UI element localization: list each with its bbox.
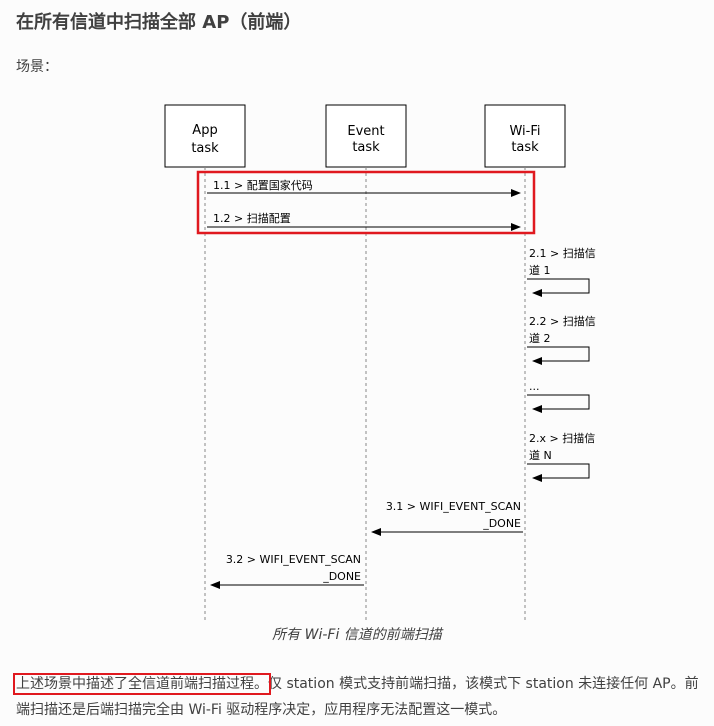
participant-wifi-line2: task — [511, 140, 539, 155]
self-call-2-1-label-line1: 2.1 > 扫描信 — [529, 246, 596, 260]
participant-app-line1: App — [192, 123, 217, 138]
self-call-2-1-label-line2: 道 1 — [529, 263, 551, 277]
highlighted-sentence: 上述场景中描述了全信道前端扫描过程。 — [13, 673, 271, 695]
self-call-2-2-arrow — [527, 346, 590, 365]
participant-event-line1: Event — [347, 124, 384, 139]
sequence-diagram: App task Event task Wi-Fi task 1.1 > 配置国… — [164, 104, 596, 622]
participant-app-task: App task — [164, 104, 246, 168]
message-1-1-label: 1.1 > 配置国家代码 — [213, 178, 313, 192]
section-heading: 在所有信道中扫描全部 AP（前端） — [16, 12, 302, 33]
participant-wifi-line1: Wi-Fi — [509, 124, 540, 139]
self-call-ellipsis-arrow — [527, 394, 590, 413]
self-call-2-2-label-line1: 2.2 > 扫描信 — [529, 314, 596, 328]
participant-app-line2: task — [191, 141, 219, 156]
participant-event-task: Event task — [325, 104, 407, 168]
highlight-box — [196, 170, 536, 235]
figure-caption: 所有 Wi-Fi 信道的前端扫描 — [272, 627, 442, 643]
description-paragraph: 上述场景中描述了全信道前端扫描过程。仅 station 模式支持前端扫描，该模式… — [13, 671, 710, 723]
self-call-2-x-arrow — [527, 463, 590, 482]
message-3-2-label-line2: _DONE — [322, 570, 361, 583]
participant-event-line2: task — [352, 140, 380, 155]
self-call-2-2-label-line2: 道 2 — [529, 331, 551, 345]
message-3-1-label-line2: _DONE — [482, 517, 521, 530]
self-call-ellipsis-label: ... — [529, 380, 540, 393]
message-1-2-label: 1.2 > 扫描配置 — [213, 211, 291, 225]
self-call-2-x-label-line1: 2.x > 扫描信 — [529, 431, 595, 445]
scene-label: 场景： — [16, 59, 58, 75]
message-3-1-label-line1: 3.1 > WIFI_EVENT_SCAN — [386, 500, 521, 513]
message-3-2-label-line1: 3.2 > WIFI_EVENT_SCAN — [226, 553, 361, 566]
paragraph-rest: 仅 station 模式支持前端扫描，该模式下 station 未连接任何 AP… — [16, 676, 699, 718]
self-call-2-1-arrow — [527, 278, 590, 297]
participant-wifi-task: Wi-Fi task — [484, 104, 566, 168]
self-call-2-x-label-line2: 道 N — [529, 448, 552, 462]
